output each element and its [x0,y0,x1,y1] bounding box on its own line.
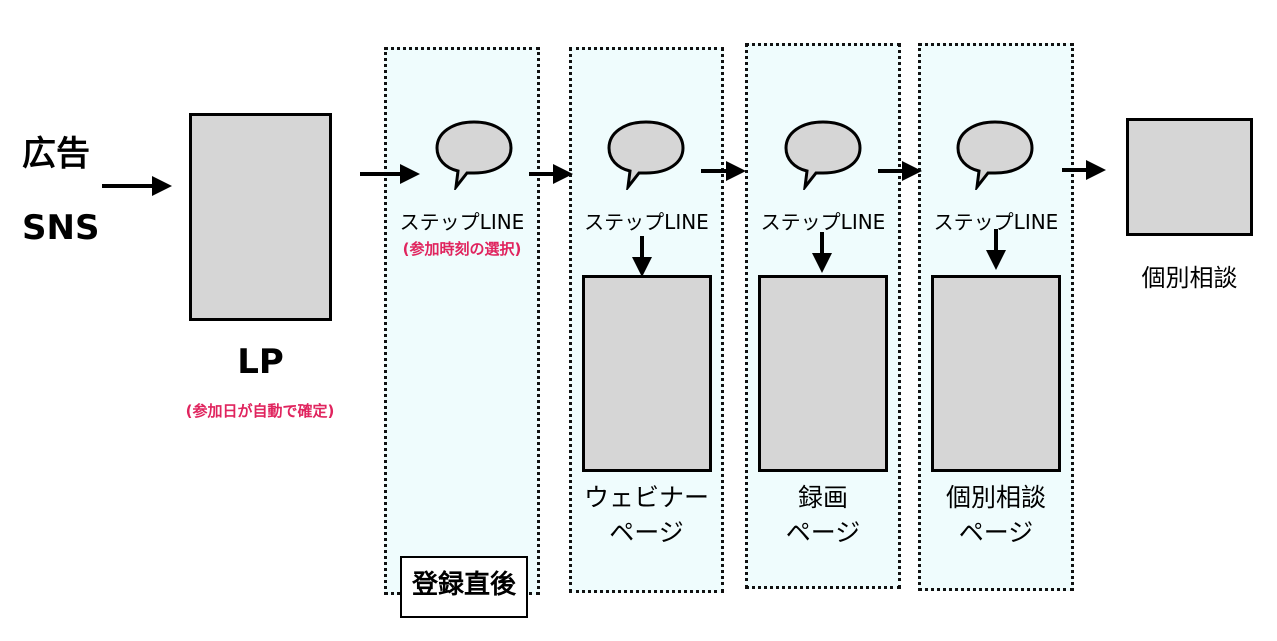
step-line-label-1: ステップLINE [399,210,525,234]
timing-tag: 登録直後 [400,556,528,618]
page-label-2-line1: ウェビナー [583,483,709,512]
source-ad-label: 広告 [22,134,90,174]
page-label-4-line1: 個別相談 [945,483,1046,512]
step-line-label-2: ステップLINE [584,210,709,234]
page-label-4-line2: ページ [958,518,1034,547]
consultation-page-box [931,275,1061,472]
chat-bubble-icon [435,120,513,190]
chat-bubble-icon [956,120,1034,190]
page-label-3-line1: 録画 [797,483,848,512]
consultation-label: 個別相談 [1141,264,1238,292]
chat-bubble-icon [607,120,685,190]
webinar-page-box [582,275,712,472]
lp-note: (参加日が自動で確定) [185,402,335,420]
step-note-1: (参加時刻の選択) [402,240,522,258]
page-label-3-line2: ページ [785,518,861,547]
recording-page-box [758,275,888,472]
step-line-label-3: ステップLINE [760,210,886,234]
source-sns-label: SNS [22,208,100,248]
page-label-2-line2: ページ [609,518,684,547]
chat-bubble-icon [784,120,862,190]
lp-page-box [189,113,332,321]
consultation-box [1126,118,1253,236]
lp-label: LP [237,342,284,382]
